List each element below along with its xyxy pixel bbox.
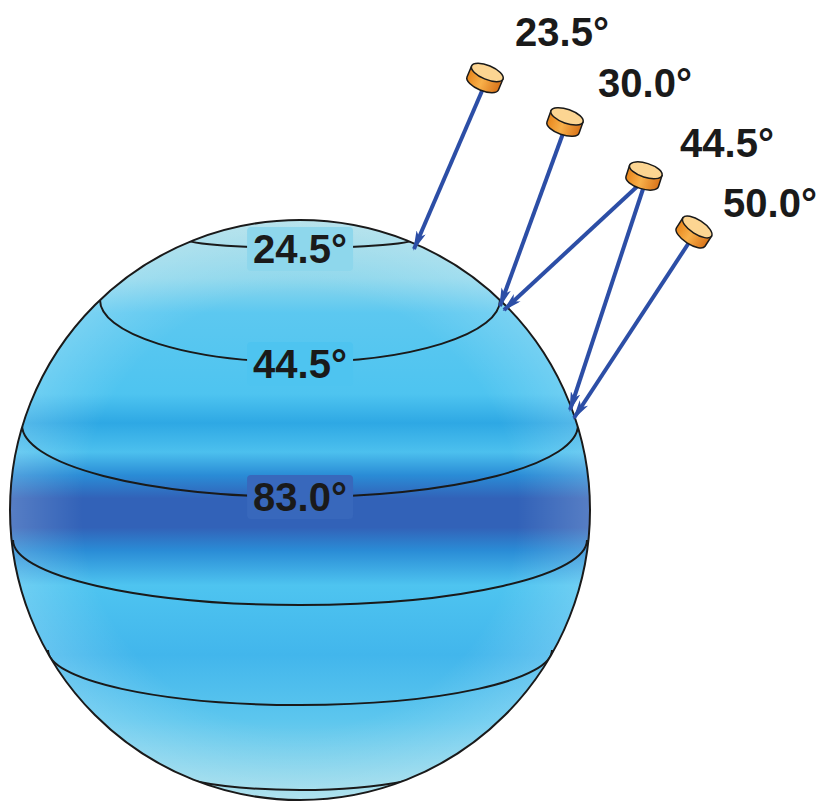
cylinder-face (627, 158, 664, 182)
latitude-line (48, 650, 552, 705)
instrument-cylinder (464, 59, 505, 96)
beam-arrow (570, 186, 644, 410)
instrument-cylinder (545, 104, 586, 140)
beam-arrow (500, 128, 565, 306)
latitude-line (152, 760, 448, 790)
beam-arrow (414, 84, 485, 249)
beam-arrow (574, 238, 692, 418)
band-latitude-label: 24.5° (247, 227, 353, 271)
instrument-angle-label: 50.0° (723, 181, 817, 225)
planet-sphere (10, 220, 590, 800)
instrument-angle-label: 30.0° (598, 61, 692, 105)
beam-arrow (504, 182, 642, 310)
instrument-angle-label: 23.5° (515, 10, 609, 54)
instrument-cylinder (673, 212, 716, 252)
cylinder-face (469, 59, 506, 85)
instrument-cylinder (624, 158, 664, 193)
cylinder-face (679, 212, 715, 242)
sphere-outline (10, 220, 590, 800)
cylinder-face (549, 104, 586, 129)
band-latitude-label: 83.0° (247, 475, 353, 519)
latitude-line (13, 540, 587, 605)
limb-shading (10, 220, 590, 800)
instrument-angle-label: 44.5° (680, 121, 774, 165)
band-latitude-label: 44.5° (247, 342, 353, 386)
